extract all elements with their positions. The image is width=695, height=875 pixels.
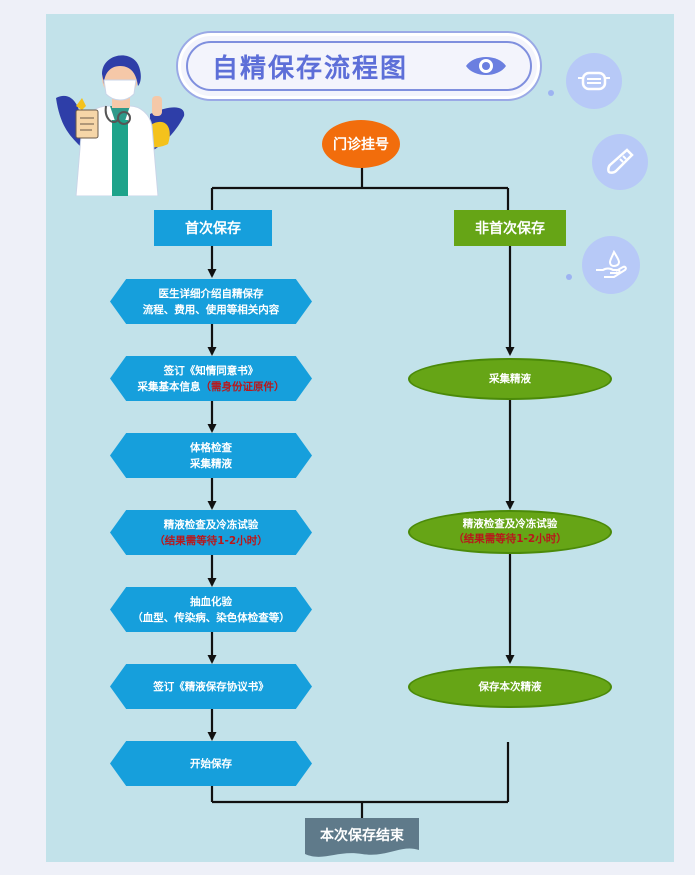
step-consent-note: （需身份证原件）	[200, 380, 285, 393]
start-node: 门诊挂号	[322, 120, 400, 168]
end-label: 本次保存结束	[320, 828, 404, 844]
step-doctor-intro-line1: 医生详细介绍自精保存	[158, 287, 264, 300]
step-semen-test: 精液检查及冷冻试验 （结果需等待1-2小时）	[110, 510, 312, 555]
branch-first-save: 首次保存	[154, 210, 272, 246]
step-repeat-semen-test-line1: 精液检查及冷冻试验	[462, 518, 558, 530]
branch-repeat-save-label: 非首次保存	[475, 221, 545, 237]
decor-dot	[566, 274, 572, 280]
eye-icon	[466, 57, 506, 75]
step-physical-exam-line2: 采集精液	[190, 457, 232, 470]
step-collect-semen-line1: 采集精液	[489, 372, 531, 385]
title-banner: 自精保存流程图	[178, 33, 540, 99]
step-physical-exam-line1: 体格检查	[190, 441, 232, 454]
step-repeat-semen-test-note: （结果需等待1-2小时）	[453, 533, 567, 545]
branch-first-save-label: 首次保存	[185, 221, 241, 237]
step-start-storage-line1: 开始保存	[190, 757, 232, 770]
branch-repeat-save: 非首次保存	[454, 210, 566, 246]
step-blood-test-line1: 抽血化验	[190, 595, 232, 608]
step-store-semen: 保存本次精液	[408, 666, 612, 708]
step-blood-test-line2: （血型、传染病、染色体检查等）	[132, 611, 290, 624]
step-storage-agreement: 签订《精液保存协议书》	[110, 664, 312, 709]
step-doctor-intro: 医生详细介绍自精保存 流程、费用、使用等相关内容	[110, 279, 312, 324]
step-consent-line2: 采集基本信息	[137, 380, 201, 393]
doctor-illustration	[56, 55, 185, 196]
step-storage-agreement-line1: 签订《精液保存协议书》	[153, 680, 269, 693]
decor-dot	[548, 90, 554, 96]
step-start-storage: 开始保存	[110, 741, 312, 786]
step-consent: 签订《知情同意书》 采集基本信息（需身份证原件）	[110, 356, 312, 401]
thermometer-icon	[592, 134, 648, 190]
step-physical-exam: 体格检查 采集精液	[110, 433, 312, 478]
step-store-semen-line1: 保存本次精液	[478, 680, 542, 693]
step-consent-line1: 签订《知情同意书》	[163, 364, 259, 377]
start-label: 门诊挂号	[333, 137, 389, 153]
step-repeat-semen-test: 精液检查及冷冻试验 （结果需等待1-2小时）	[408, 510, 612, 554]
step-blood-test: 抽血化验 （血型、传染病、染色体检查等）	[110, 587, 312, 632]
page-title: 自精保存流程图	[212, 53, 409, 84]
step-doctor-intro-line2: 流程、费用、使用等相关内容	[142, 303, 280, 316]
step-semen-test-line1: 精液检查及冷冻试验	[163, 518, 259, 531]
hand-wash-icon	[582, 236, 640, 294]
step-collect-semen: 采集精液	[408, 358, 612, 400]
end-node	[305, 818, 419, 857]
mask-icon	[566, 53, 622, 109]
step-semen-test-note: （结果需等待1-2小时）	[154, 534, 268, 547]
